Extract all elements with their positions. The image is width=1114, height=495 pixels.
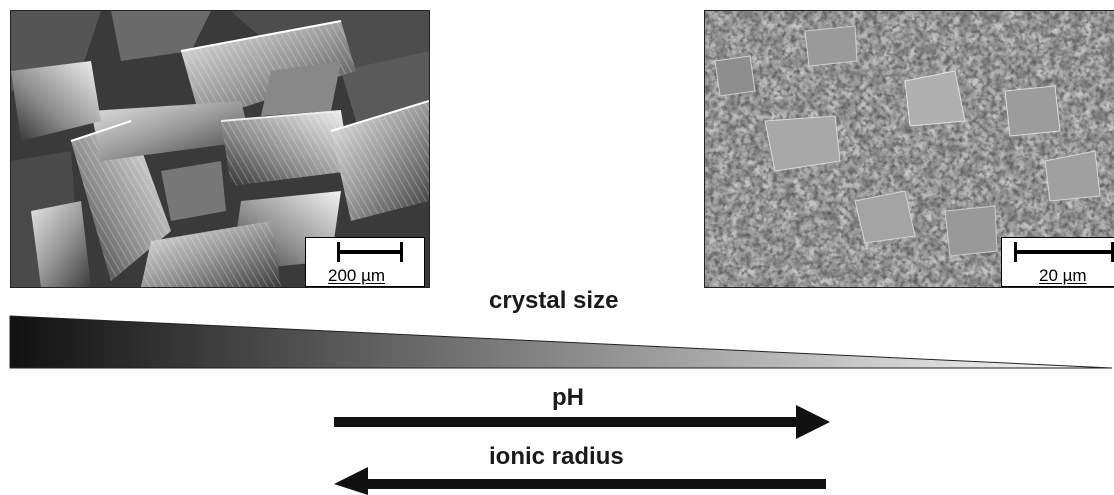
scale-bar-right (1014, 242, 1114, 262)
ionic-radius-label: ionic radius (489, 443, 624, 470)
sem-image-left: 200 µm (10, 10, 430, 288)
ionic-radius-arrow-icon (334, 467, 826, 495)
scale-bar-left (337, 242, 403, 262)
crystal-size-label: crystal size (489, 287, 619, 314)
scale-bar-box-right: 20 µm (1001, 237, 1114, 287)
ph-label: pH (552, 384, 584, 411)
ph-arrow-icon (334, 405, 830, 439)
small-crystals-micrograph-icon (705, 11, 1114, 287)
large-crystals-micrograph-icon (11, 11, 429, 287)
sem-image-right: 20 µm (704, 10, 1114, 288)
scale-bar-box-left: 200 µm (305, 237, 425, 287)
scale-label-left: 200 µm (328, 266, 386, 285)
scale-label-right: 20 µm (1039, 266, 1087, 285)
